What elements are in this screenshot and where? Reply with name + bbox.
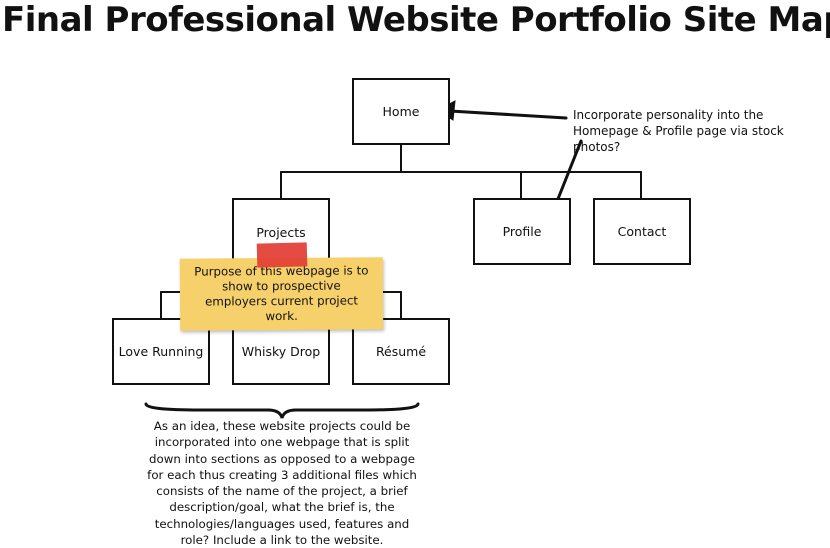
- node-home-label: Home: [382, 104, 420, 119]
- node-contact-label: Contact: [617, 224, 667, 239]
- node-profile: Profile: [473, 198, 571, 265]
- annotation-brace-note: As an idea, these website projects could…: [147, 419, 417, 548]
- node-love-running-label: Love Running: [118, 344, 204, 359]
- page-title: Final Professional Website Portfolio Sit…: [2, 0, 830, 40]
- sticky-note-text: Purpose of this webpage is to show to pr…: [194, 263, 369, 324]
- sticky-note: Purpose of this webpage is to show to pr…: [179, 257, 384, 331]
- node-resume-label: Résumé: [375, 344, 427, 359]
- node-home: Home: [352, 78, 450, 145]
- curly-brace: [144, 402, 420, 419]
- node-projects-label: Projects: [256, 225, 306, 240]
- node-contact: Contact: [593, 198, 691, 265]
- node-whisky-drop-label: Whisky Drop: [241, 344, 321, 359]
- annotation-personality: Incorporate personality into the Homepag…: [573, 108, 784, 154]
- node-profile-label: Profile: [502, 224, 542, 239]
- arrow-to-home: [448, 109, 568, 120]
- sticky-tape: [256, 242, 308, 268]
